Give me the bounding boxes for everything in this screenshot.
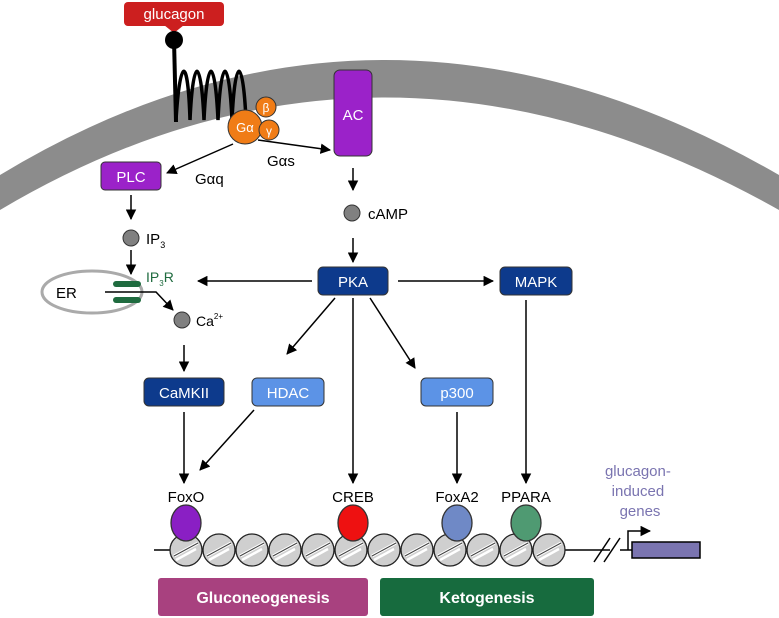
cell-membrane <box>0 60 779 210</box>
gene-box <box>631 541 701 559</box>
nucleosome <box>466 533 500 567</box>
tf-label-foxo: FoxO <box>168 489 205 506</box>
arrow-hdac-to-foxo <box>199 409 255 471</box>
nucleosome <box>268 533 302 567</box>
glucagon-ligand: glucagon <box>124 2 224 33</box>
mapk-node: MAPK <box>499 266 573 296</box>
camkii-label: CaMKII <box>159 385 209 402</box>
transcription-factors: FoxO CREB FoxA2 PPARA <box>168 489 551 542</box>
genes-label: glucagon- induced genes <box>605 463 675 520</box>
nucleosome <box>301 533 335 567</box>
ip3r-channel <box>113 281 141 303</box>
nucleosome-array <box>169 533 566 567</box>
arrow-pka-to-hdac <box>286 297 336 355</box>
nucleosome <box>400 533 434 567</box>
er-label: ER <box>56 285 77 302</box>
nucleosome <box>433 533 467 567</box>
camp-label: cAMP <box>368 206 408 223</box>
g-alpha-label: Gα <box>236 120 254 135</box>
tf-foxo: FoxO <box>168 489 205 542</box>
tf-label-creb: CREB <box>332 489 374 506</box>
tf-ppara: PPARA <box>501 489 551 542</box>
nucleosome <box>235 533 269 567</box>
tf-label-foxa2: FoxA2 <box>435 489 478 506</box>
g-gamma-label: γ <box>266 124 272 138</box>
nucleosome <box>202 533 236 567</box>
ip3-label: IP3 <box>146 231 165 250</box>
ip3-molecule <box>122 229 140 247</box>
g-beta-label: β <box>263 101 270 115</box>
nucleosome <box>169 533 203 567</box>
hdac-node: HDAC <box>251 377 325 407</box>
g-protein: Gα β γ <box>227 96 280 145</box>
plc-node: PLC <box>100 161 162 191</box>
ketogenesis-box: Ketogenesis <box>380 578 594 616</box>
arrow-g-to-plc <box>166 143 234 175</box>
tf-creb: CREB <box>332 489 374 542</box>
tf-foxa2: FoxA2 <box>435 489 479 542</box>
nucleosome <box>532 533 566 567</box>
dna-break <box>593 537 621 563</box>
hdac-label: HDAC <box>267 385 310 402</box>
plc-label: PLC <box>116 169 145 186</box>
ac-node: AC <box>333 69 373 157</box>
pka-label: PKA <box>338 274 368 291</box>
g-alpha-q-label: Gαq <box>195 171 224 188</box>
gluconeogenesis-label: Gluconeogenesis <box>196 590 329 607</box>
arrow-g-to-ac <box>257 139 332 154</box>
nucleosome <box>499 533 533 567</box>
arrow-ip3r-to-ca <box>105 291 174 311</box>
transcription-start-arrow <box>627 525 652 550</box>
glucagon-receptor <box>172 39 248 123</box>
ip3r-label: IP3R <box>146 269 174 288</box>
gluconeogenesis-box: Gluconeogenesis <box>158 578 368 616</box>
tf-label-ppara: PPARA <box>501 489 551 506</box>
mapk-label: MAPK <box>515 274 558 291</box>
ca-ion <box>173 311 191 329</box>
ketogenesis-label: Ketogenesis <box>439 590 534 607</box>
arrow-pka-to-p300 <box>369 297 416 369</box>
nucleosome <box>367 533 401 567</box>
ca-label: Ca2+ <box>196 312 223 329</box>
pka-node: PKA <box>317 266 389 296</box>
camkii-node: CaMKII <box>143 377 225 407</box>
camp-molecule <box>343 204 361 222</box>
p300-label: p300 <box>440 385 473 402</box>
receptor-binding-site <box>165 31 183 49</box>
p300-node: p300 <box>420 377 494 407</box>
glucagon-label: glucagon <box>144 6 205 23</box>
ac-label: AC <box>343 107 364 124</box>
g-alpha-s-label: Gαs <box>267 153 295 170</box>
